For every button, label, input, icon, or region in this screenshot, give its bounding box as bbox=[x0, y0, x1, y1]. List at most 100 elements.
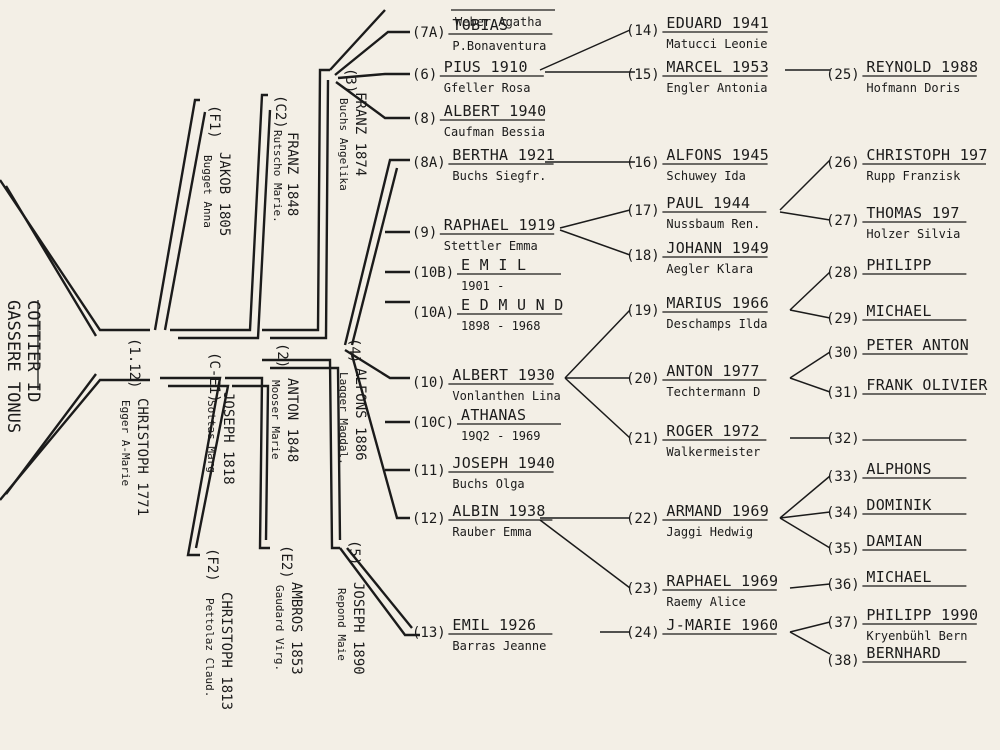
person-paul-spouse: Nussbaum Ren. bbox=[666, 217, 760, 231]
person-michael36-name: MICHAEL bbox=[866, 568, 931, 586]
person-n32-num: (32) bbox=[826, 431, 860, 447]
person-raphael69-spouse: Raemy Alice bbox=[666, 595, 745, 609]
branch-a1848-name: ANTON 1848 bbox=[284, 378, 300, 462]
person-bernhard-name: BERNHARD bbox=[866, 644, 941, 662]
person-reynold-spouse: Hofmann Doris bbox=[866, 81, 960, 95]
person-bertha-name: BERTHA 1921 bbox=[452, 146, 555, 164]
person-albert30-spouse: Vonlanthen Lina bbox=[452, 389, 560, 403]
person-tobias-spouse: P.Bonaventura bbox=[452, 39, 546, 53]
person-dominik-num: (34) bbox=[826, 505, 860, 521]
person-raphael69-name: RAPHAEL 1969 bbox=[666, 572, 778, 590]
branch-lines bbox=[153, 9, 420, 637]
person-marcel-num: (15) bbox=[626, 67, 660, 83]
person-marcel-spouse: Engler Antonia bbox=[666, 81, 767, 95]
person-christoph197-num: (26) bbox=[826, 155, 860, 171]
person-tobias-name: TOBIAS bbox=[452, 16, 508, 34]
person-frank: (31)FRANK OLIVIER bbox=[826, 376, 988, 401]
person-philipp37-spouse: Kryenbühl Bern bbox=[866, 629, 967, 643]
person-agatha: Weber Agatha bbox=[451, 9, 555, 29]
person-athanas-name: ATHANAS bbox=[461, 406, 526, 424]
person-jmarie-name: J-MARIE 1960 bbox=[666, 616, 778, 634]
person-peter-name: PETER ANTON bbox=[866, 336, 969, 354]
branch-c1813-num: (F2) bbox=[204, 548, 220, 582]
person-emil01-name: E M I L bbox=[461, 256, 526, 274]
branch-labels: (1.12) CHRISTOPH 1771 Egger A-Marie (F1)… bbox=[119, 68, 368, 710]
person-edmund-num: (10A) bbox=[412, 305, 454, 321]
branch-j1805-spouse: Bugget Anna bbox=[201, 155, 214, 228]
person-thomas-name: THOMAS 197 bbox=[866, 204, 959, 222]
person-michael36: (36)MICHAEL bbox=[826, 568, 967, 593]
person-damian: (35)DAMIAN bbox=[826, 532, 967, 557]
person-philipp37-name: PHILIPP 1990 bbox=[866, 606, 978, 624]
connector-lines bbox=[539, 29, 831, 655]
branch-a1886-name: ALFONS 1886 bbox=[352, 368, 368, 461]
person-albert40-spouse: Caufman Bessia bbox=[444, 125, 545, 139]
person-johann-name: JOHANN 1949 bbox=[666, 239, 769, 257]
root-trunk bbox=[0, 179, 150, 501]
person-eduard-spouse: Matucci Leonie bbox=[666, 37, 767, 51]
branch-f1874-spouse: Buchs Angelika bbox=[337, 98, 350, 191]
person-paul-name: PAUL 1944 bbox=[666, 194, 750, 212]
person-philipp28-num: (28) bbox=[826, 265, 860, 281]
person-pius-spouse: Gfeller Rosa bbox=[444, 81, 531, 95]
branch-j1890-spouse: Repond Maie bbox=[335, 588, 348, 661]
person-michael29: (29)MICHAEL bbox=[826, 302, 967, 327]
person-bernhard: (38) BERNHARD bbox=[826, 644, 967, 669]
branch-c1813-name: CHRISTOPH 1813 bbox=[218, 592, 234, 710]
person-albert40-name: ALBERT 1940 bbox=[444, 102, 547, 120]
person-anton77-name: ANTON 1977 bbox=[666, 362, 759, 380]
branch-f1874-num: (3) bbox=[342, 68, 358, 93]
branch-j1818-name: JOSEPH 1818 bbox=[220, 392, 236, 485]
person-pius-num: (6) bbox=[412, 67, 437, 83]
person-reynold-name: REYNOLD 1988 bbox=[866, 58, 978, 76]
person-eduard-num: (14) bbox=[626, 23, 660, 39]
person-emil26-name: EMIL 1926 bbox=[452, 616, 536, 634]
person-albert30-name: ALBERT 1930 bbox=[452, 366, 555, 384]
person-athanas-spouse: 19Q2 - 1969 bbox=[461, 429, 540, 443]
branch-a1853-name: AMBROS 1853 bbox=[288, 582, 304, 675]
person-n32: (32) bbox=[826, 431, 967, 447]
person-emil01-num: (10B) bbox=[412, 265, 454, 281]
person-albin-name: ALBIN 1938 bbox=[452, 502, 545, 520]
person-christoph197-name: CHRISTOPH 197 bbox=[866, 146, 987, 164]
person-armand-num: (22) bbox=[626, 511, 660, 527]
person-peter: (30) PETER ANTON bbox=[826, 336, 969, 361]
person-thomas-num: (27) bbox=[826, 213, 860, 229]
person-alfons45-num: (16) bbox=[626, 155, 660, 171]
person-albin-num: (12) bbox=[412, 511, 446, 527]
branch-a1886-spouse: Lagger Magdal. bbox=[337, 372, 350, 465]
branch-c1771-spouse: Egger A-Marie bbox=[119, 400, 132, 486]
person-bernhard-num: (38) bbox=[826, 653, 860, 669]
branch-j1818-spouse: Sottas Marg bbox=[205, 400, 218, 473]
person-paul-num: (17) bbox=[626, 203, 660, 219]
person-joseph40-num: (11) bbox=[412, 463, 446, 479]
person-marius-num: (19) bbox=[626, 303, 660, 319]
person-michael29-num: (29) bbox=[826, 311, 860, 327]
person-peter-num: (30) bbox=[826, 345, 860, 361]
person-roger-name: ROGER 1972 bbox=[666, 422, 759, 440]
branch-f1848-spouse: Rutscho Marie. bbox=[271, 130, 284, 223]
person-johann-num: (18) bbox=[626, 248, 660, 264]
person-eduard-name: EDUARD 1941 bbox=[666, 14, 769, 32]
person-damian-num: (35) bbox=[826, 541, 860, 557]
person-jmarie-num: (24) bbox=[626, 625, 660, 641]
person-emil01-spouse: 1901 - bbox=[461, 279, 504, 293]
people-nodes: Weber Agatha(7A)TOBIASP.Bonaventura(6)PI… bbox=[412, 9, 988, 669]
person-joseph40-name: JOSEPH 1940 bbox=[452, 454, 555, 472]
